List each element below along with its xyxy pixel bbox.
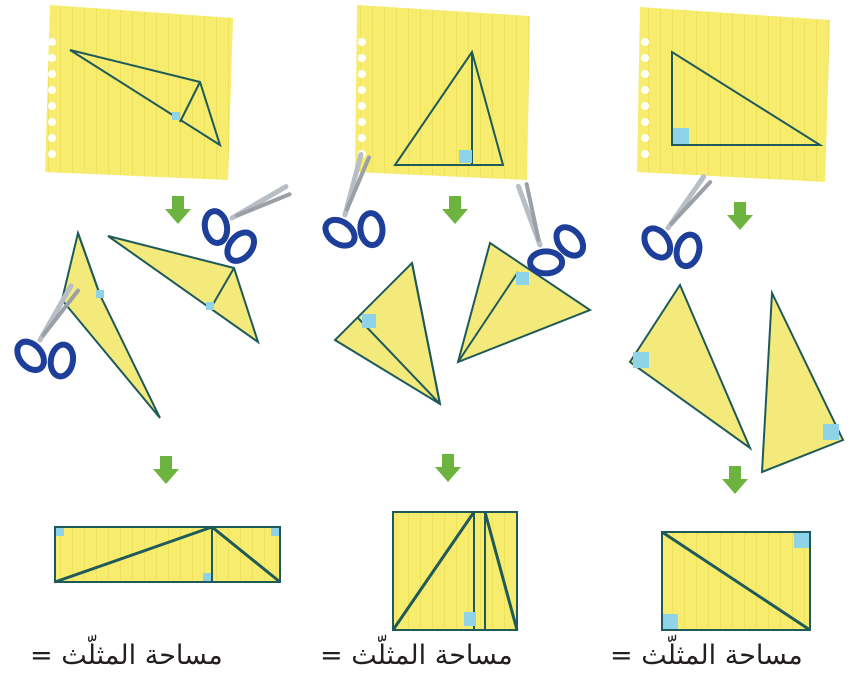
right-column [628, 7, 845, 632]
triangle-outline [671, 50, 824, 146]
arrow-down-icon [165, 196, 191, 224]
area-caption-left: مساحة المثلّث = [30, 640, 223, 671]
triangle-piece [456, 241, 593, 364]
right-angle-icon [271, 528, 279, 536]
right-angle-icon [206, 302, 214, 310]
left-column [3, 5, 292, 584]
right-angle-icon [362, 314, 376, 328]
notebook-ring-icon [641, 38, 649, 158]
right-angle-icon [96, 290, 104, 298]
right-angle-icon [459, 150, 472, 163]
notebook-ring-icon [358, 38, 366, 158]
scissors-icon [190, 163, 292, 274]
rectangle-result-left [54, 525, 281, 584]
right-angle-icon [203, 573, 211, 581]
triangle-piece [628, 282, 753, 451]
area-caption-middle: مساحة المثلّث = [320, 640, 513, 671]
right-angle-icon [516, 272, 529, 285]
arrow-down-icon [442, 196, 468, 224]
middle-column [298, 5, 600, 631]
rectangle-result-right [661, 530, 811, 632]
triangle-outline [69, 49, 222, 148]
triangle-piece [107, 235, 260, 345]
right-angle-icon [172, 112, 180, 120]
right-angle-icon [56, 528, 64, 536]
right-angle-icon [663, 614, 678, 629]
right-angle-icon [464, 612, 476, 626]
right-angle-icon [673, 128, 689, 144]
notebook-ring-icon [48, 38, 56, 158]
notebook-paper-middle [355, 5, 530, 180]
arrow-down-icon [153, 456, 179, 484]
notebook-paper-left [45, 5, 233, 180]
triangle-piece [760, 289, 845, 474]
notebook-paper-right [637, 7, 830, 182]
arrow-down-icon [722, 466, 748, 494]
arrow-down-icon [435, 454, 461, 482]
area-caption-right: مساحة المثلّث = [610, 640, 803, 671]
scissors-icon [634, 176, 717, 273]
triangle-outline [393, 49, 505, 166]
arrow-down-icon [727, 202, 753, 230]
right-angle-icon [823, 424, 839, 440]
right-angle-icon [633, 352, 649, 368]
rectangle-result-middle [391, 511, 519, 631]
right-angle-icon [794, 533, 809, 548]
triangle-piece [333, 260, 442, 407]
